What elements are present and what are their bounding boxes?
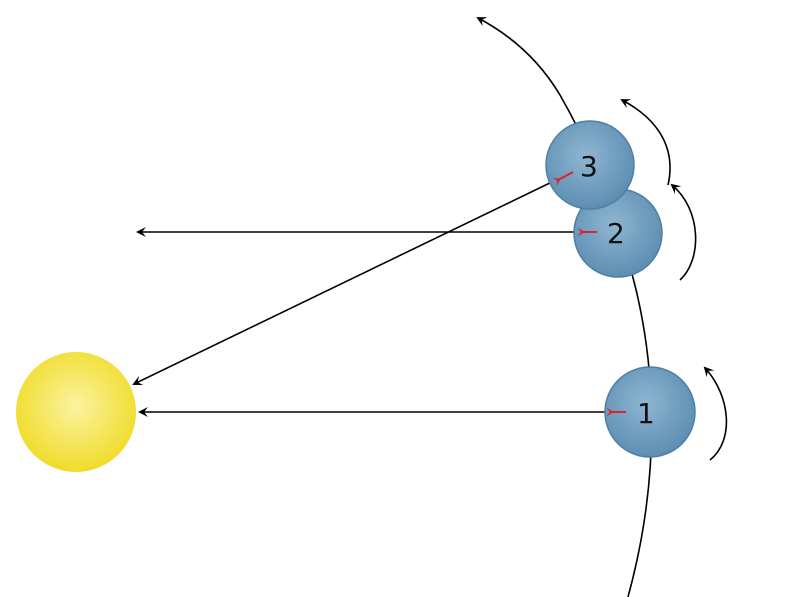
- planet-1: 1: [604, 366, 696, 458]
- planet-2-label: 2: [607, 217, 625, 250]
- line-planet3-to-sun: [132, 179, 557, 386]
- sun: [16, 352, 136, 472]
- orbit-path: [476, 17, 653, 597]
- planet-3: 3: [545, 120, 635, 210]
- rotation-arrow-planet-3: [620, 99, 671, 186]
- rotation-arrow-planet-1: [703, 366, 728, 461]
- planet-3-marker-arrow: [552, 171, 574, 186]
- rotation-arrow-planet-2: [670, 183, 697, 281]
- planet-3-label: 3: [580, 150, 598, 183]
- planet-1-label: 1: [637, 397, 655, 430]
